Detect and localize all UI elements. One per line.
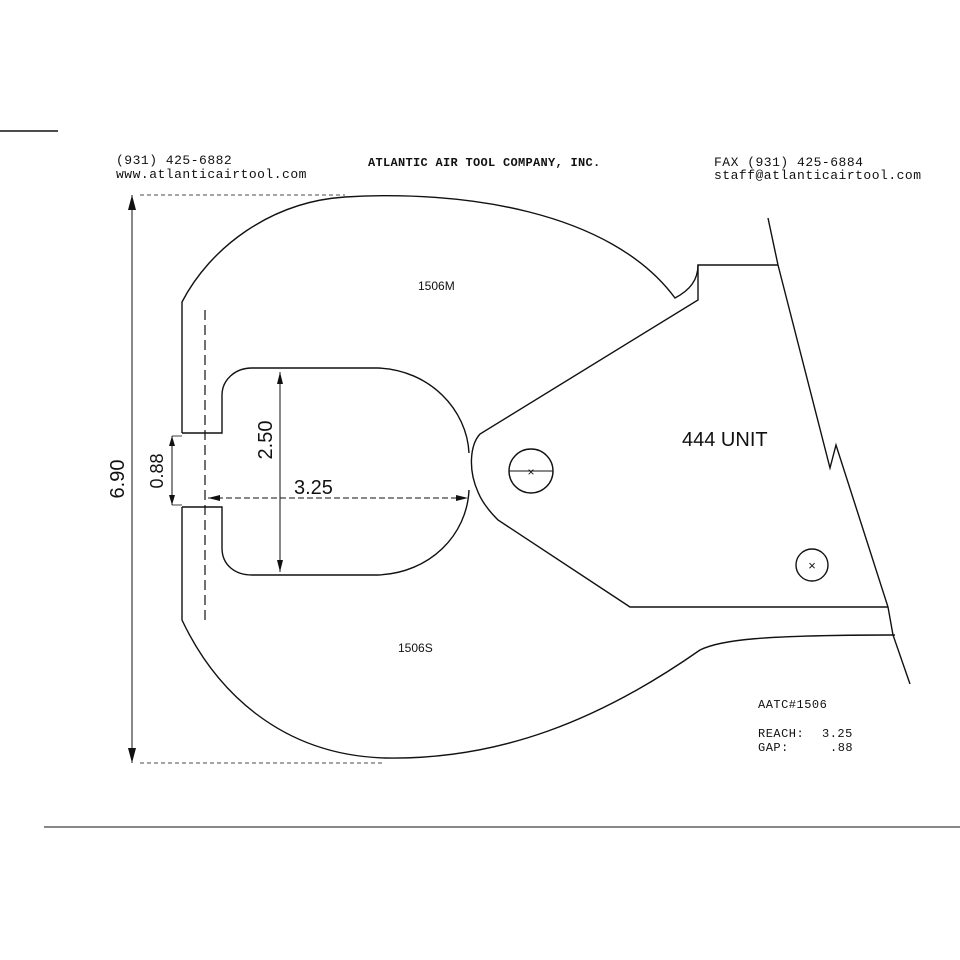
upper-jaw-tip — [182, 367, 470, 454]
upper-jaw-outline — [181, 195, 778, 433]
dim-height-label: 6.90 — [107, 460, 129, 499]
gap-label: GAP: — [758, 741, 789, 755]
reach-value: 3.25 — [822, 727, 853, 741]
pin-circle — [795, 548, 829, 582]
dim-gap-label: 0.88 — [147, 453, 167, 488]
reach-label: REACH: — [758, 727, 805, 741]
email: staff@atlanticairtool.com — [714, 168, 922, 183]
upper-jaw-label: 1506M — [418, 279, 455, 293]
lower-jaw-outline — [181, 507, 896, 759]
gap-value: .88 — [830, 741, 854, 755]
unit-break-line — [767, 217, 911, 685]
pin-mark: × — [808, 558, 816, 573]
pivot-mark: × — [527, 465, 534, 479]
unit-body-outline — [470, 265, 888, 608]
dim-throat-label: 2.50 — [255, 421, 277, 460]
company-name: ATLANTIC AIR TOOL COMPANY, INC. — [368, 156, 601, 170]
part-number: AATC#1506 — [758, 698, 828, 712]
dim-reach-label: 3.25 — [294, 477, 333, 499]
lower-jaw-label: 1506S — [398, 641, 433, 655]
fax-number: FAX (931) 425-6884 — [714, 155, 864, 170]
phone-number: (931) 425-6882 — [116, 153, 233, 168]
unit-label: 444 UNIT — [682, 429, 768, 451]
website: www.atlanticairtool.com — [116, 167, 307, 182]
lower-jaw-tip — [182, 489, 470, 576]
